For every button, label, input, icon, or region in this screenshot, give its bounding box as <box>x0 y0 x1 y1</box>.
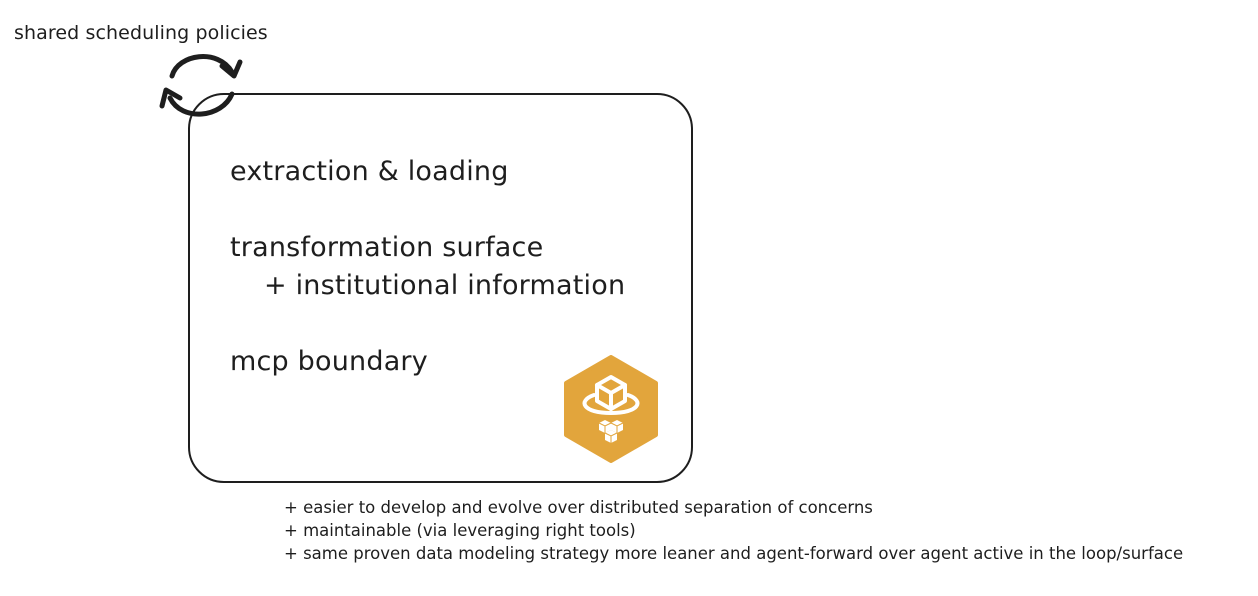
note-line: + maintainable (via leveraging right too… <box>284 521 636 540</box>
box-line-mcp: mcp boundary <box>230 346 428 377</box>
box-line-transformation: transformation surface <box>230 232 544 263</box>
components-box <box>188 93 693 483</box>
benefits-notes: + easier to develop and evolve over dist… <box>284 496 1183 565</box>
note-line: + same proven data modeling strategy mor… <box>284 544 1184 563</box>
scheduling-caption: shared scheduling policies <box>14 22 268 44</box>
box-line-extraction: extraction & loading <box>230 156 509 187</box>
hexagon-cube-badge-icon <box>564 355 658 463</box>
box-line-institutional: + institutional information <box>264 270 626 301</box>
note-line: + easier to develop and evolve over dist… <box>284 498 873 517</box>
